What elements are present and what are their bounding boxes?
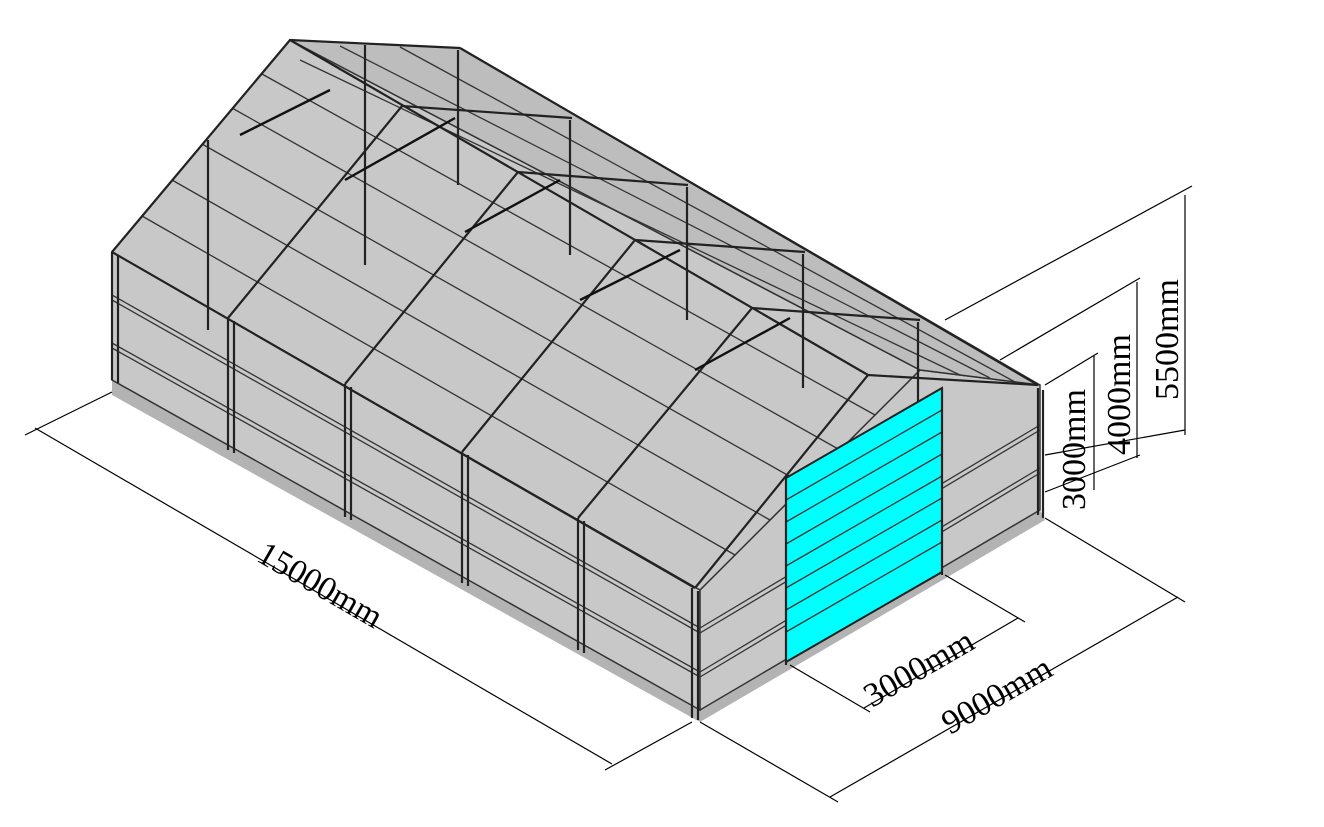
portal-frames	[110, 38, 1045, 720]
dimension-lines	[24, 185, 1193, 803]
roof-purlins	[141, 45, 1016, 556]
label-eave-height: 4000mm	[1101, 334, 1138, 455]
roller-door	[784, 386, 944, 665]
label-wall-height: 3000mm	[1056, 389, 1093, 510]
side-wall-girts	[111, 294, 701, 678]
label-ridge-height: 5500mm	[1149, 279, 1186, 400]
bracing	[239, 88, 791, 372]
ground-shadow	[112, 380, 1045, 722]
label-length: 15000mm	[251, 535, 389, 636]
